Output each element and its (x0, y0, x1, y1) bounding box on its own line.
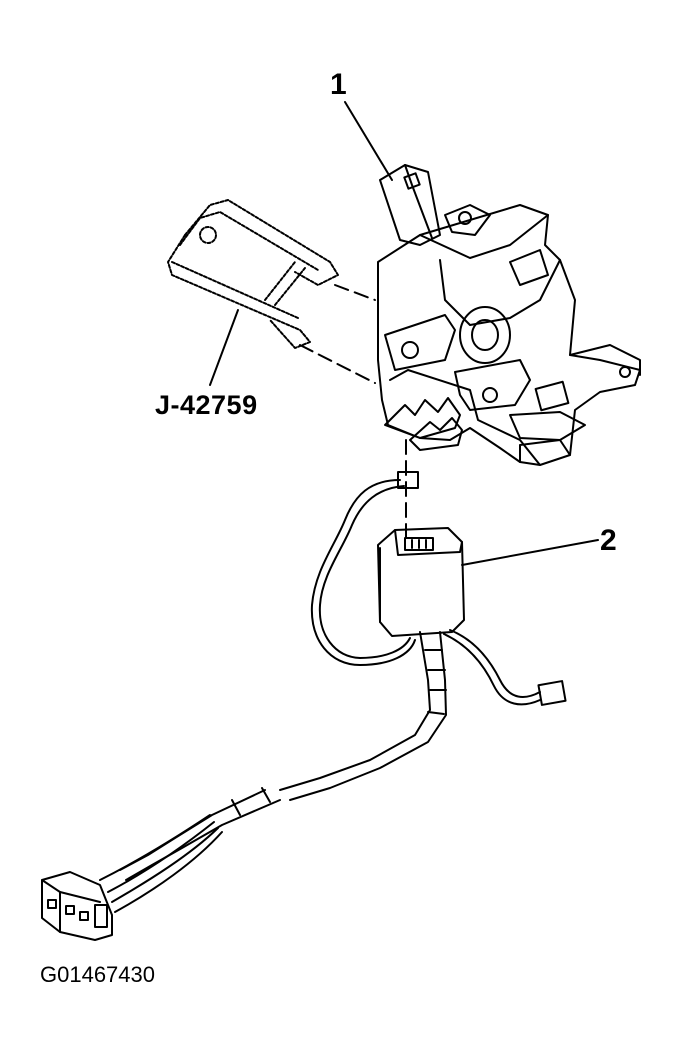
harness-connector (42, 872, 112, 940)
alignment-lines (300, 285, 406, 545)
tool-j42759 (168, 200, 338, 348)
callout-label-2: 2 (600, 524, 617, 557)
figure-id-label: G01467430 (40, 962, 155, 987)
sensor-module (378, 528, 464, 636)
wiring-harness (42, 472, 566, 940)
callout-label-1: 1 (330, 68, 347, 101)
tool-number-label: J-42759 (155, 390, 258, 420)
tool-leader-line (210, 310, 238, 385)
latch-assembly (378, 165, 640, 465)
callout-1-leader-line (345, 102, 392, 180)
callout-2-leader-line (462, 540, 598, 565)
